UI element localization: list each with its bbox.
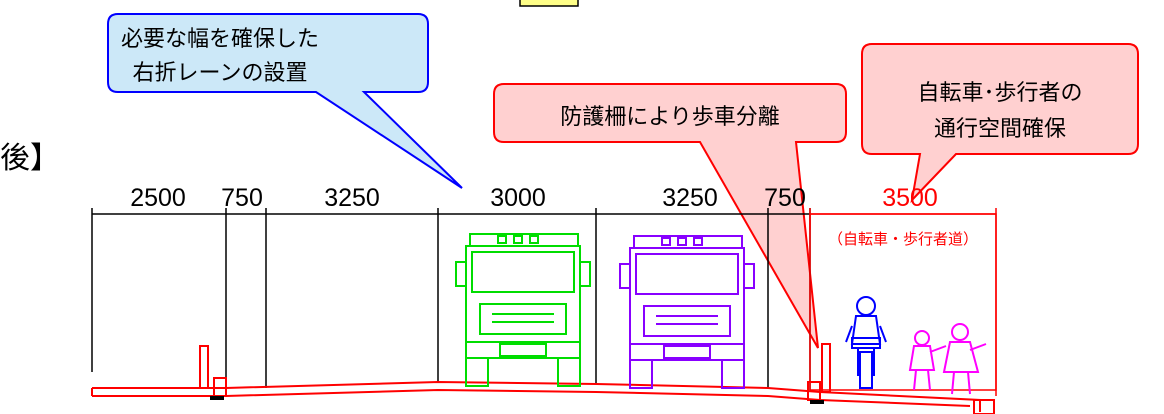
callout-right-turn: 必要な幅を確保した 右折レーンの設置: [107, 13, 463, 189]
sidewalk-dimension: [809, 208, 997, 396]
dim-label-4: 3000: [490, 184, 546, 212]
callout-guardrail: 防護柵により歩車分離: [493, 83, 847, 349]
callout-pedestrian: 自転車･歩行者の 通行空間確保: [861, 43, 1139, 204]
callout-right-turn-line2: 右折レーンの設置: [133, 61, 308, 86]
truck-icon: [619, 235, 755, 389]
truck-icon: [455, 233, 591, 387]
dim-label-7: 3500: [882, 184, 938, 212]
sidewalk-label: （自転車・歩行者道）: [828, 230, 978, 248]
dimension-line: [91, 208, 811, 390]
pedestrian-icon: [942, 323, 987, 395]
down-arrow-icon: [519, 0, 579, 7]
callout-pedestrian-line2: 通行空間確保: [934, 117, 1066, 142]
section-label: 後】: [0, 141, 60, 176]
pedestrian-icon: [908, 330, 947, 391]
dim-label-5: 3250: [662, 184, 718, 212]
callout-guardrail-text: 防護柵により歩車分離: [560, 105, 780, 130]
dim-label-6: 750: [764, 184, 806, 212]
cyclist-icon: [845, 296, 887, 389]
dim-label-3: 3250: [324, 184, 380, 212]
callout-right-turn-line1: 必要な幅を確保した: [121, 27, 319, 52]
curb-marks: [210, 396, 824, 404]
dim-label-2: 750: [221, 184, 263, 212]
callout-pedestrian-line1: 自転車･歩行者の: [917, 81, 1082, 106]
dim-label-1: 2500: [130, 184, 186, 212]
